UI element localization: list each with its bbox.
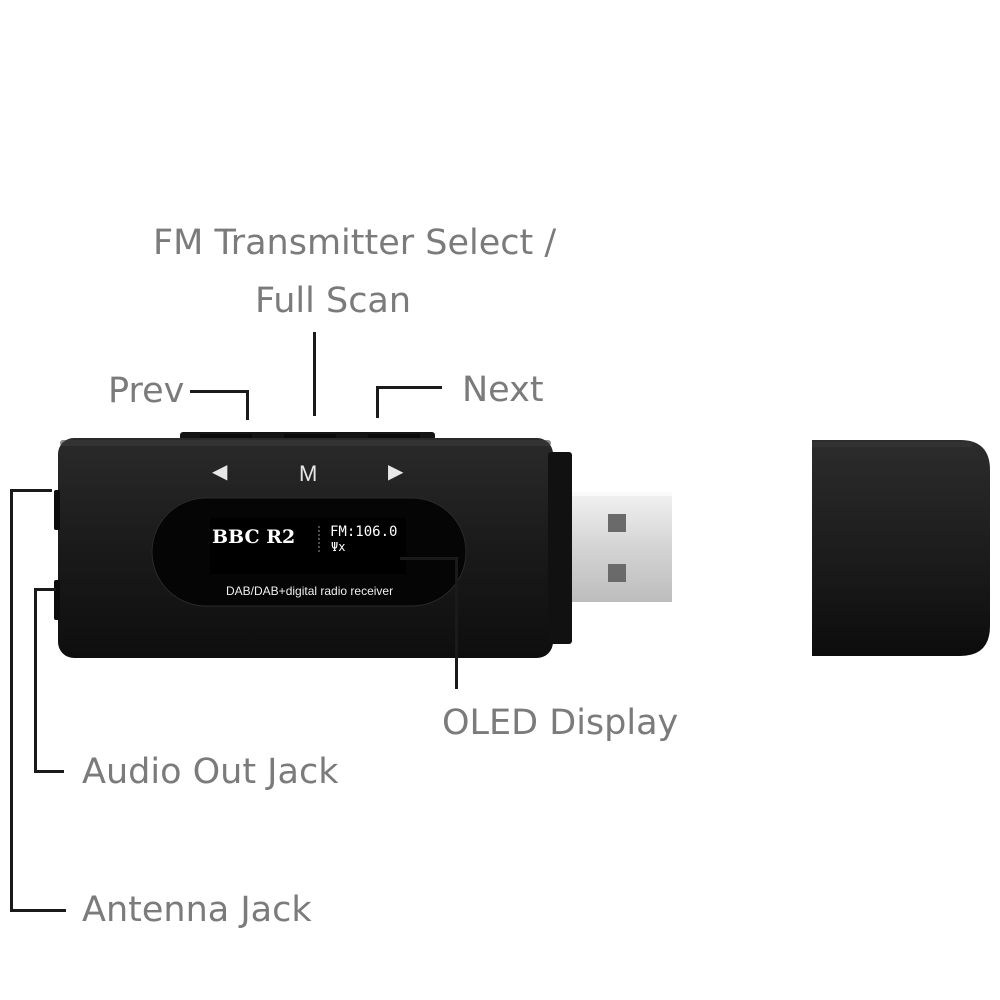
audio-leader-top — [34, 588, 56, 591]
next-button-icon: ▶ — [388, 461, 404, 483]
audio-out-jack-label: Audio Out Jack — [82, 752, 339, 792]
frequency-readout: FM:106.0 — [330, 524, 398, 540]
audio-leader-bottom — [34, 770, 64, 773]
station-name: BBC R2 — [212, 526, 296, 548]
antenna-port — [54, 490, 60, 530]
oled-leader-horizontal — [400, 557, 458, 560]
prev-leader-vertical — [246, 390, 249, 420]
antenna-leader-top — [10, 489, 52, 492]
next-leader-horizontal — [376, 386, 442, 389]
fm-transmitter-label-line1: FM Transmitter Select / — [153, 223, 557, 263]
oled-leader-vertical — [455, 557, 458, 689]
audio-port — [54, 580, 60, 620]
oled-panel — [210, 518, 406, 574]
oled-display-label: OLED Display — [442, 703, 679, 743]
prev-label: Prev — [108, 371, 185, 411]
fm-transmitter-label-line2: Full Scan — [255, 281, 412, 321]
usb-collar — [548, 452, 572, 644]
antenna-leader-bottom — [10, 909, 66, 912]
antenna-leader-vertical — [10, 489, 13, 912]
audio-leader-vertical — [34, 588, 37, 773]
fm-leader-line — [313, 332, 316, 416]
cap — [812, 440, 990, 656]
prev-leader-horizontal — [190, 390, 248, 393]
antenna-jack-label: Antenna Jack — [82, 890, 312, 930]
device-caption: DAB/DAB+digital radio receiver — [226, 584, 394, 598]
usb-hole-bottom — [608, 564, 626, 582]
usb-hole-top — [608, 514, 626, 532]
next-label: Next — [462, 370, 544, 410]
usb-plug — [572, 492, 672, 602]
signal-icon: Ψx — [331, 540, 346, 554]
mode-button-label: M — [299, 461, 318, 486]
next-leader-vertical — [376, 386, 379, 418]
prev-button-icon: ◀ — [212, 461, 228, 483]
